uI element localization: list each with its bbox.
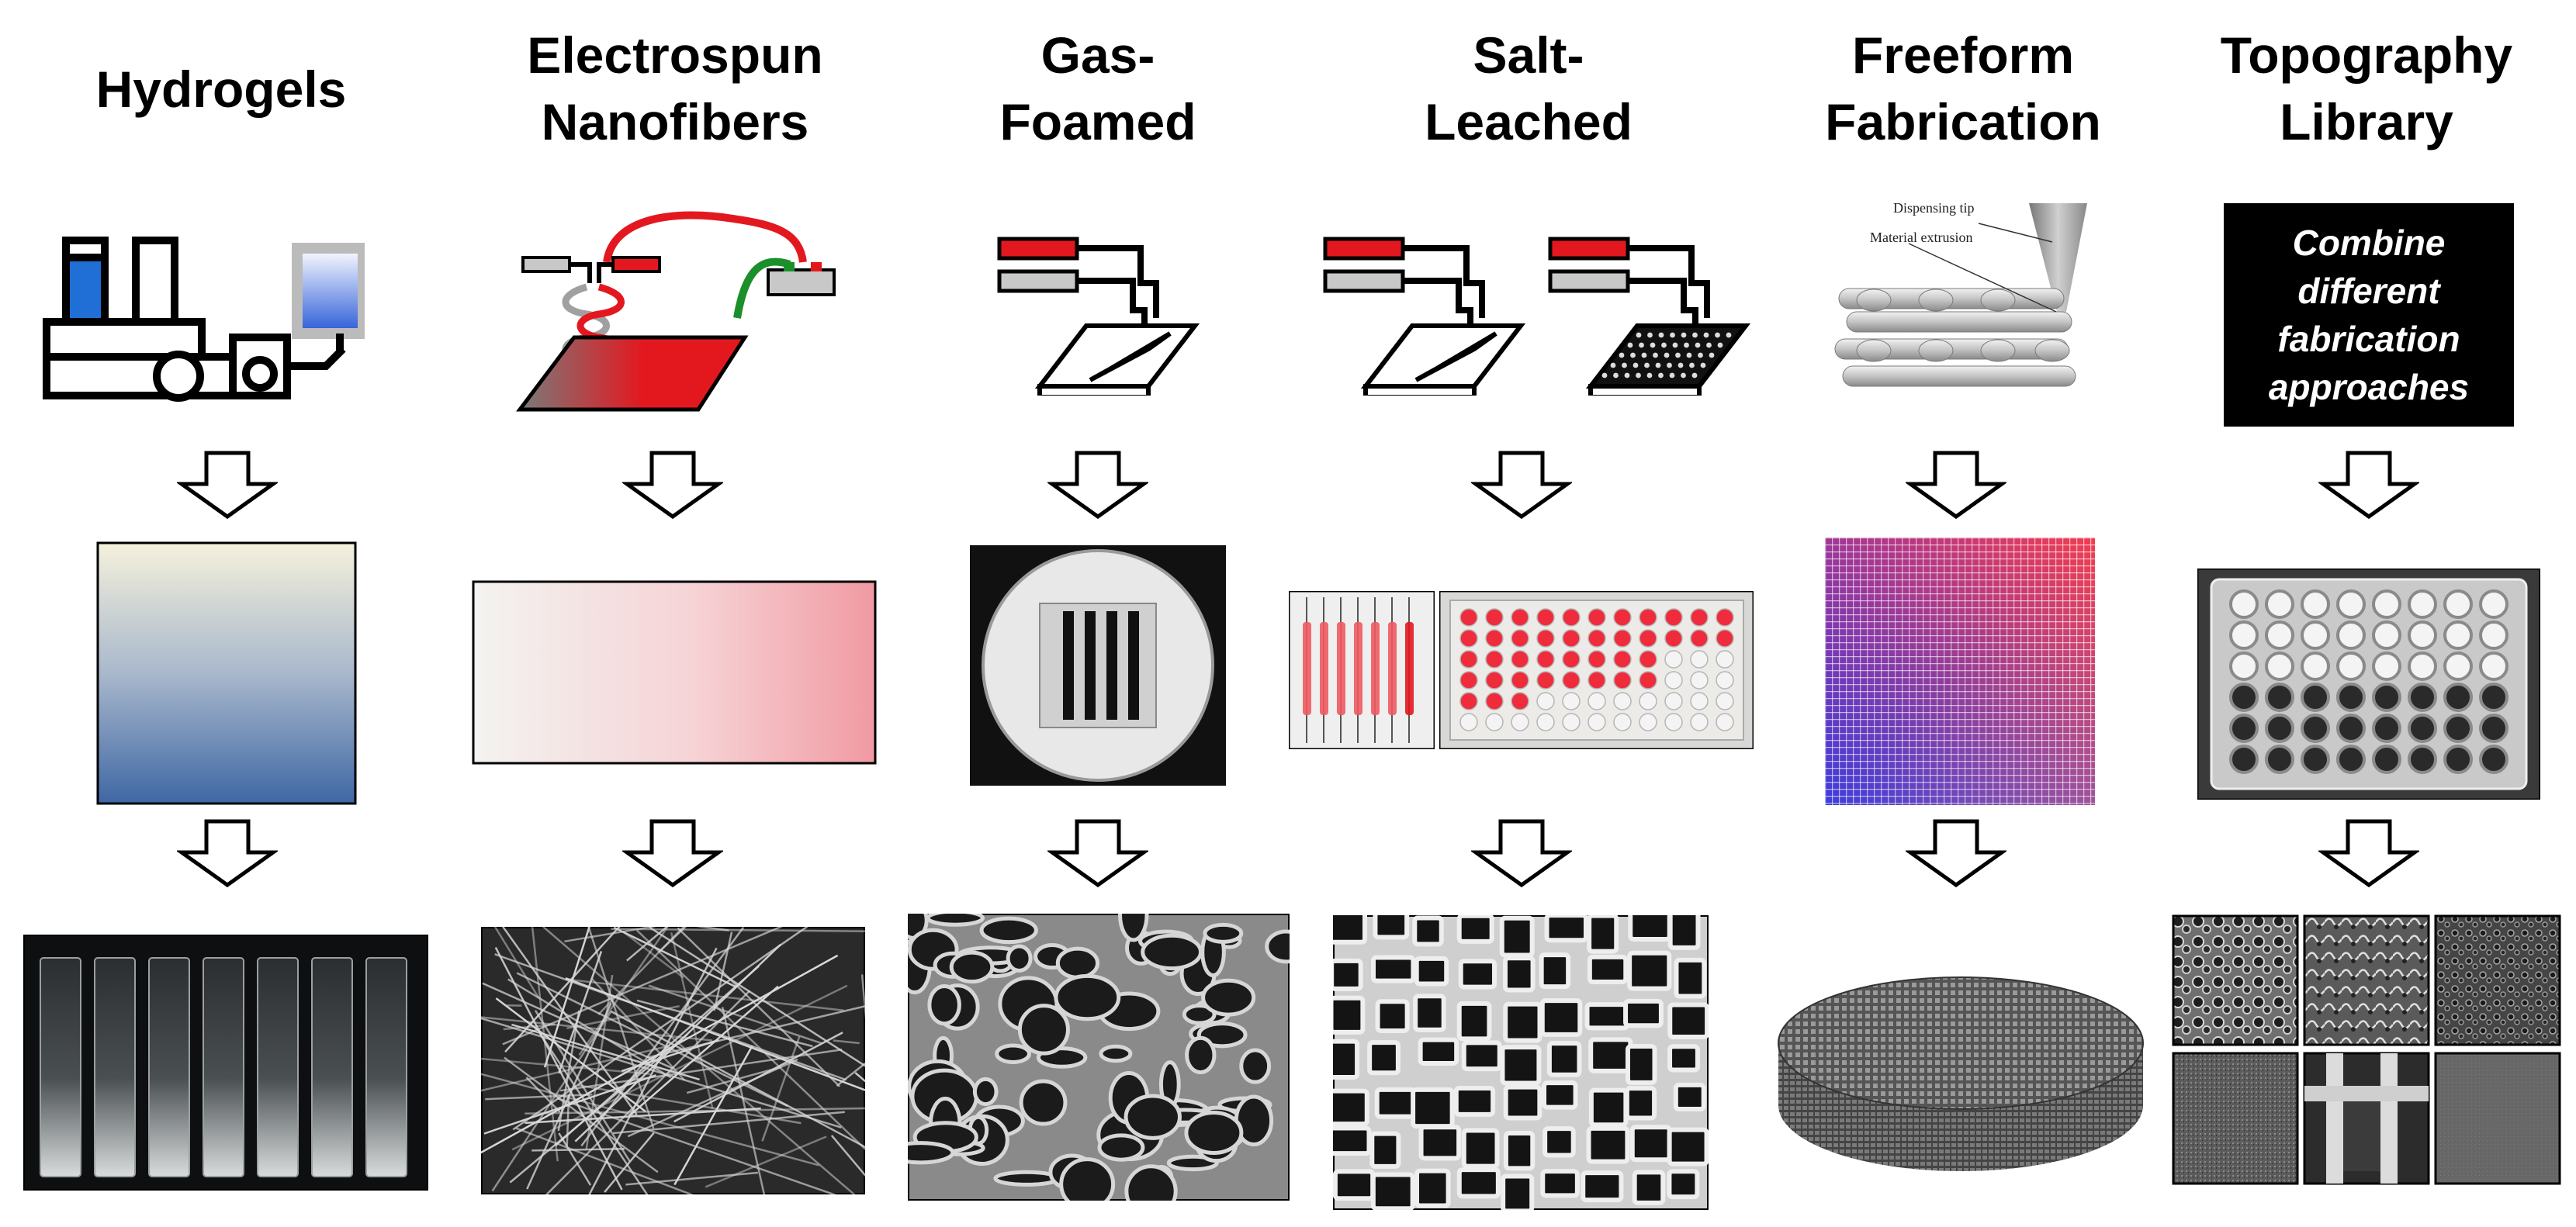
column-title: Electrospun Nanofibers bbox=[527, 26, 823, 150]
down-arrow-icon bbox=[1471, 819, 1572, 888]
down-arrow-icon bbox=[177, 819, 278, 888]
hydrogel-apparatus-icon bbox=[43, 237, 365, 402]
down-arrow-icon bbox=[1471, 451, 1572, 520]
down-arrow-icon bbox=[1047, 451, 1148, 520]
column-title: Freeform Fabrication bbox=[1825, 26, 2101, 150]
electrospinning-setup-icon bbox=[515, 211, 836, 412]
column-freeform: Freeform Fabrication Dispensing tip Mate… bbox=[1769, 0, 2157, 1227]
down-arrow-icon bbox=[177, 451, 278, 520]
nanofiber-sem-image bbox=[481, 927, 865, 1194]
down-arrow-icon bbox=[622, 451, 723, 520]
nanofiber-gradient-image bbox=[472, 580, 877, 765]
column-title: Gas- Foamed bbox=[999, 26, 1196, 150]
gas-foamed-sem-image bbox=[908, 914, 1290, 1201]
salt-leaching-device-icon bbox=[1323, 237, 1526, 396]
column-hydrogels: Hydrogels bbox=[0, 0, 442, 1227]
down-arrow-icon bbox=[1906, 819, 2006, 888]
freeform-printing-illustration bbox=[1834, 203, 2087, 387]
salt-leached-well-plate-photo bbox=[1439, 591, 1754, 749]
material-extrusion-label: Material extrusion bbox=[1870, 230, 1973, 245]
salt-leaching-plate-device-icon bbox=[1548, 237, 1751, 396]
column-title: Hydrogels bbox=[95, 60, 347, 118]
well-plate-photo bbox=[2197, 569, 2540, 800]
salt-leached-vials-photo bbox=[1289, 591, 1435, 749]
freeform-gradient-grid-image bbox=[1825, 537, 2095, 805]
freeform-scaffold-disc-render bbox=[1778, 976, 2144, 1171]
dispensing-tip-label: Dispensing tip bbox=[1893, 200, 1975, 216]
gas-foamed-mold-photo bbox=[970, 545, 1226, 786]
topography-sem-grid bbox=[2171, 914, 2563, 1187]
column-gas-foamed: Gas- Foamed bbox=[908, 0, 1290, 1227]
down-arrow-icon bbox=[1906, 451, 2006, 520]
down-arrow-icon bbox=[2318, 451, 2419, 520]
column-title: Topography Library bbox=[2220, 26, 2513, 150]
column-title: Salt- Leached bbox=[1425, 26, 1633, 150]
down-arrow-icon bbox=[2318, 819, 2419, 888]
hydrogel-strips-photo bbox=[23, 935, 428, 1191]
down-arrow-icon bbox=[622, 819, 723, 888]
down-arrow-icon bbox=[1047, 819, 1148, 888]
salt-leached-sem-image bbox=[1333, 915, 1709, 1210]
gas-foaming-device-icon bbox=[997, 237, 1200, 396]
column-salt-leached: Salt- Leached bbox=[1288, 0, 1769, 1227]
hydrogel-gradient-image bbox=[96, 541, 357, 805]
column-topography: Topography Library Combine different fab… bbox=[2157, 0, 2576, 1227]
combine-approaches-box: Combine different fabrication approaches bbox=[2224, 203, 2514, 427]
column-electrospun: Electrospun Nanofibers bbox=[442, 0, 908, 1227]
